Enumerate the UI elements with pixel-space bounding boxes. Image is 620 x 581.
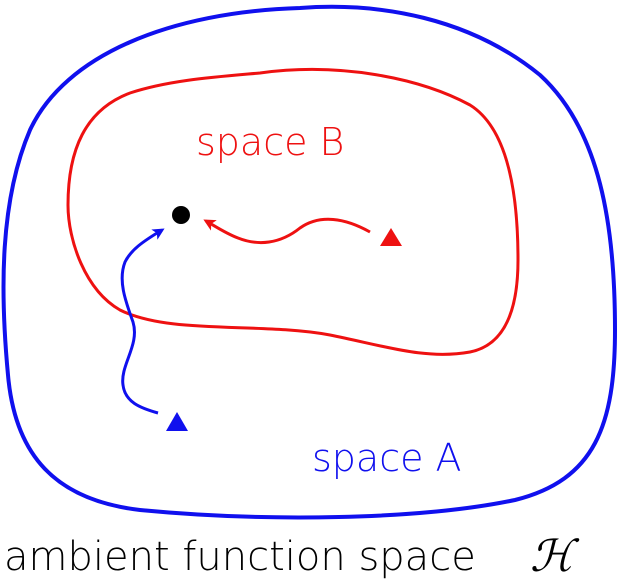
space-a-trajectory-arrow (120, 228, 165, 415)
space-b-boundary (66, 68, 520, 356)
ambient-space-symbol: ℋ (530, 531, 580, 581)
ambient-space-caption: ambient function space (4, 534, 476, 580)
space-a-start-triangle (166, 412, 188, 431)
space-a-label: space A (312, 436, 462, 480)
target-point (172, 206, 190, 224)
space-b-start-triangle (380, 228, 402, 246)
space-b-trajectory-arrow (203, 217, 371, 245)
space-b-label: space B (196, 120, 344, 164)
space-a-boundary (1, 4, 618, 520)
